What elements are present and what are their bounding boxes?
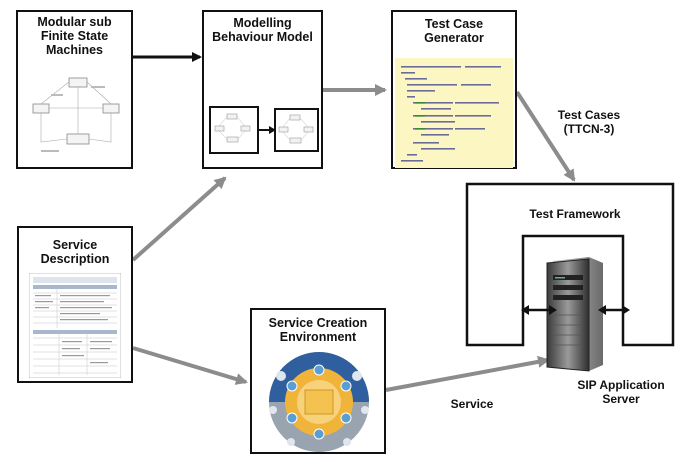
fsm-box: Modular sub Finite State Machines [16,10,133,169]
service-label: Service [450,397,494,411]
test-cases-label: Test Cases (TTCN-3) [557,108,621,136]
sip-server-label: SIP Application Server [577,378,665,406]
code-listing [395,58,513,168]
sce-diagram [269,352,369,452]
sce-title: Service Creation Environment [268,316,368,344]
sip-server-icon [546,257,603,372]
arrow-sce-to-server [385,355,550,392]
submodel-left-graph [214,113,251,143]
framework-connection-right [598,305,630,315]
submodel-right [274,108,319,152]
fsm-title: Modular sub Finite State Machines [37,15,112,57]
submodel-right-graph [278,114,314,144]
arrow-desc-to-sce [132,346,248,385]
fsm-thumbnail [32,77,120,152]
framework-connection-left [521,305,557,315]
submodel-arrow [258,126,276,134]
test-framework-frame [465,182,675,347]
sce-box: Service Creation Environment [250,308,386,454]
submodel-left [209,106,259,154]
model-title: Modelling Behaviour Model [212,16,313,44]
test-framework-title: Test Framework [529,207,621,221]
arrow-desc-to-model [131,176,227,262]
model-box: Modelling Behaviour Model [202,10,323,169]
service-description-box: Service Description [17,226,133,383]
arrow-generator-to-framework [515,90,576,182]
document-thumbnail [29,273,121,378]
generator-box: Test Case Generator [391,10,517,169]
service-description-title: Service Description [40,238,110,266]
generator-title: Test Case Generator [424,17,484,45]
